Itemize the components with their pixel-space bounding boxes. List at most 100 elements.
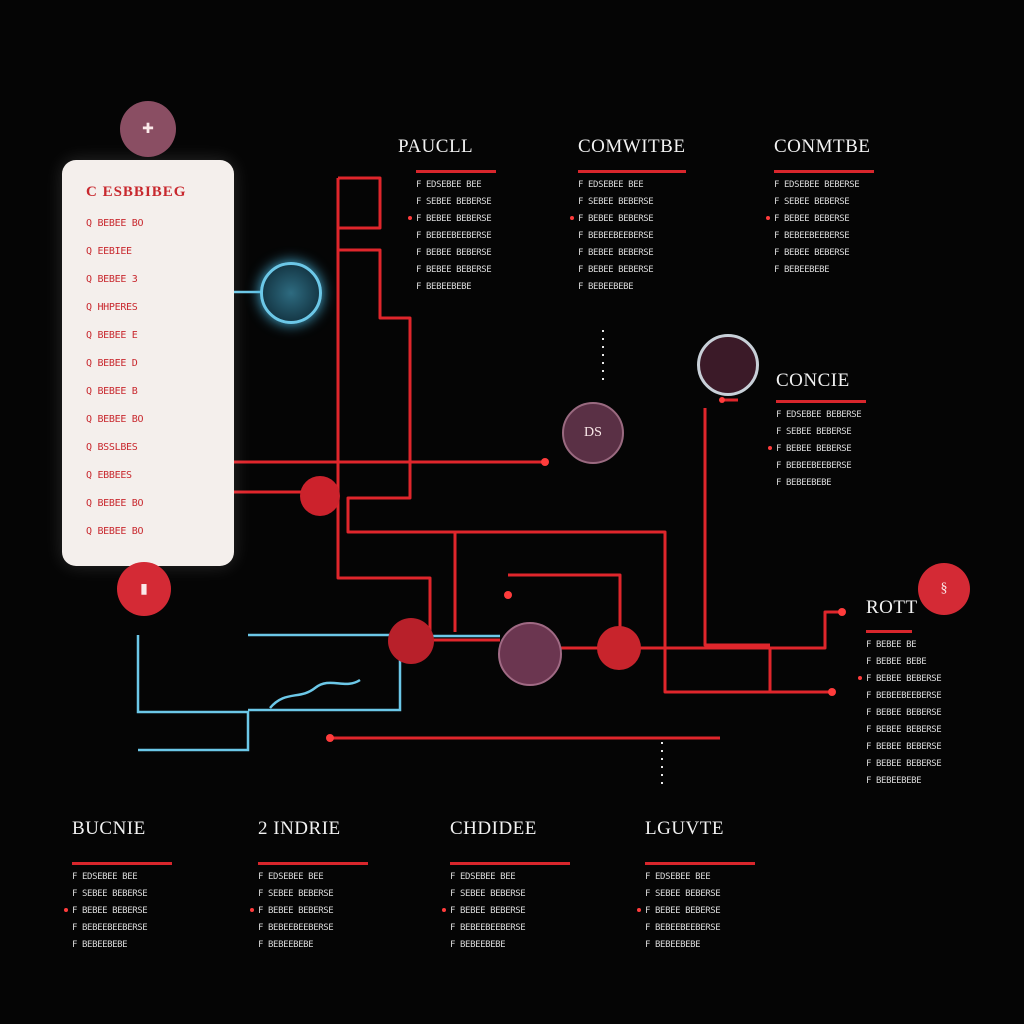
section-bullet: [768, 446, 772, 450]
wire-dot: [326, 734, 334, 742]
section-text-line: F SEBEE BEBERSE: [416, 197, 492, 207]
section-text-line: F BEBEEBEEBERSE: [450, 923, 526, 933]
section-text-line: F BEBEEBEBE: [645, 940, 701, 950]
section-text-line: F EDSEBEE BEE: [645, 872, 711, 882]
section-text-line: F BEBEEBEEBERSE: [72, 923, 148, 933]
section-text-line: F EDSEBEE BEE: [258, 872, 324, 882]
wire-top-loop: [338, 176, 382, 230]
section-text-line: F BEBEEBEEBERSE: [416, 231, 492, 241]
legend-line: Q BSSLBES: [86, 442, 138, 453]
legend-line: Q BEBEE D: [86, 358, 138, 369]
wire-right-branch: [770, 610, 842, 650]
ring-node: [697, 334, 759, 396]
section-text-line: F BEBEEBEEBERSE: [776, 461, 852, 471]
wire-center-box: [348, 530, 832, 694]
wire-main-vertical: [336, 178, 432, 632]
section-text-line: F BEBEE BEBERSE: [774, 214, 850, 224]
circuit-icon: [260, 262, 322, 324]
section-bullet: [408, 216, 412, 220]
section-text-line: F BEBEE BEBERSE: [774, 248, 850, 258]
heading-underline: [72, 862, 172, 865]
section-text-line: F BEBEE BEBERSE: [866, 708, 942, 718]
section-heading: ROTT: [866, 597, 918, 618]
wire-node-row: [420, 638, 772, 692]
section-text-line: F EDSEBEE BEE: [450, 872, 516, 882]
section-text-line: F BEBEE BEBERSE: [258, 906, 334, 916]
section-bullet: [250, 908, 254, 912]
bottom-pin-icon: ▮: [117, 562, 171, 616]
top-pin-icon: ✚: [120, 101, 176, 157]
section-heading: CONMTBE: [774, 136, 871, 157]
section-text-line: F BEBEE BEBERSE: [578, 214, 654, 224]
right-pin-icon: §: [918, 563, 970, 615]
section-text-line: F BEBEEBEBE: [450, 940, 506, 950]
section-text-line: F BEBEE BEBERSE: [72, 906, 148, 916]
section-text-line: F BEBEE BEBERSE: [866, 759, 942, 769]
section-text-line: F EDSEBEE BEBERSE: [776, 410, 862, 420]
section-text-line: F SEBEE BEBERSE: [645, 889, 721, 899]
legend-line: Q EEBIEE: [86, 246, 132, 257]
section-text-line: F EDSEBEE BEE: [578, 180, 644, 190]
section-text-line: F SEBEE BEBERSE: [72, 889, 148, 899]
section-text-line: F SEBEE BEBERSE: [774, 197, 850, 207]
wire-dot: [541, 458, 549, 466]
section-bullet: [858, 676, 862, 680]
section-text-line: F BEBEEBEEBERSE: [258, 923, 334, 933]
wire-dot: [719, 397, 725, 403]
section-text-line: F BEBEE BEBERSE: [578, 265, 654, 275]
section-heading: PAUCLL: [398, 136, 474, 157]
section-text-line: F BEBEEBEEBERSE: [645, 923, 721, 933]
heading-underline: [416, 170, 496, 173]
heading-underline: [645, 862, 755, 865]
wire-to-palette: [338, 248, 457, 632]
legend-line: Q BEBEE BO: [86, 218, 144, 229]
legend-line: Q BEBEE B: [86, 386, 138, 397]
heading-underline: [776, 400, 866, 403]
legend-title: C ESBBIBEG: [86, 184, 187, 200]
section-text-line: F BEBEE BEBERSE: [416, 214, 492, 224]
section-text-line: F EDSEBEE BEE: [72, 872, 138, 882]
section-text-line: F BEBEE BEBERSE: [645, 906, 721, 916]
section-bullet: [637, 908, 641, 912]
section-text-line: F BEBEEBEEBERSE: [866, 691, 942, 701]
section-bullet: [442, 908, 446, 912]
legend-line: Q BEBEE BO: [86, 526, 144, 537]
heading-underline: [774, 170, 874, 173]
legend-line: Q BEBEE E: [86, 330, 138, 341]
heading-underline: [866, 630, 912, 633]
section-text-line: F BEBEE BEBERSE: [450, 906, 526, 916]
section-text-line: F BEBEE BEBERSE: [578, 248, 654, 258]
section-text-line: F SEBEE BEBERSE: [578, 197, 654, 207]
section-text-line: F BEBEE BEBERSE: [416, 265, 492, 275]
section-text-line: F BEBEEBEBE: [416, 282, 472, 292]
section-text-line: F SEBEE BEBERSE: [450, 889, 526, 899]
heading-underline: [450, 862, 570, 865]
wire-dot: [504, 591, 512, 599]
section-heading: CHDIDEE: [450, 818, 537, 839]
section-text-line: F BEBEEBEBE: [578, 282, 634, 292]
section-text-line: F BEBEEBEBE: [776, 478, 832, 488]
section-text-line: F BEBEEBEBE: [72, 940, 128, 950]
legend-line: Q BEBEE BO: [86, 414, 144, 425]
wire-blue-mid: [248, 633, 402, 712]
red-junction-icon: [300, 476, 340, 516]
section-bullet: [64, 908, 68, 912]
heading-underline: [578, 170, 686, 173]
legend-line: Q HHPERES: [86, 302, 138, 313]
section-text-line: F EDSEBEE BEE: [416, 180, 482, 190]
heading-underline: [258, 862, 368, 865]
ds-node: DS: [562, 402, 624, 464]
section-text-line: F BEBEEBEEBERSE: [774, 231, 850, 241]
section-text-line: F BEBEEBEEBERSE: [578, 231, 654, 241]
red-junction-icon: [597, 626, 641, 670]
section-text-line: F BEBEEBEBE: [866, 776, 922, 786]
wire-dot: [838, 608, 846, 616]
red-junction-icon: [388, 618, 434, 664]
wire-right-riser: [703, 408, 770, 647]
section-heading: BUCNIE: [72, 818, 146, 839]
legend-line: Q BEBEE BO: [86, 498, 144, 509]
section-heading: LGUVTE: [645, 818, 724, 839]
section-text-line: F BEBEE BEBE: [866, 657, 927, 667]
section-heading: 2 INDRIE: [258, 818, 341, 839]
